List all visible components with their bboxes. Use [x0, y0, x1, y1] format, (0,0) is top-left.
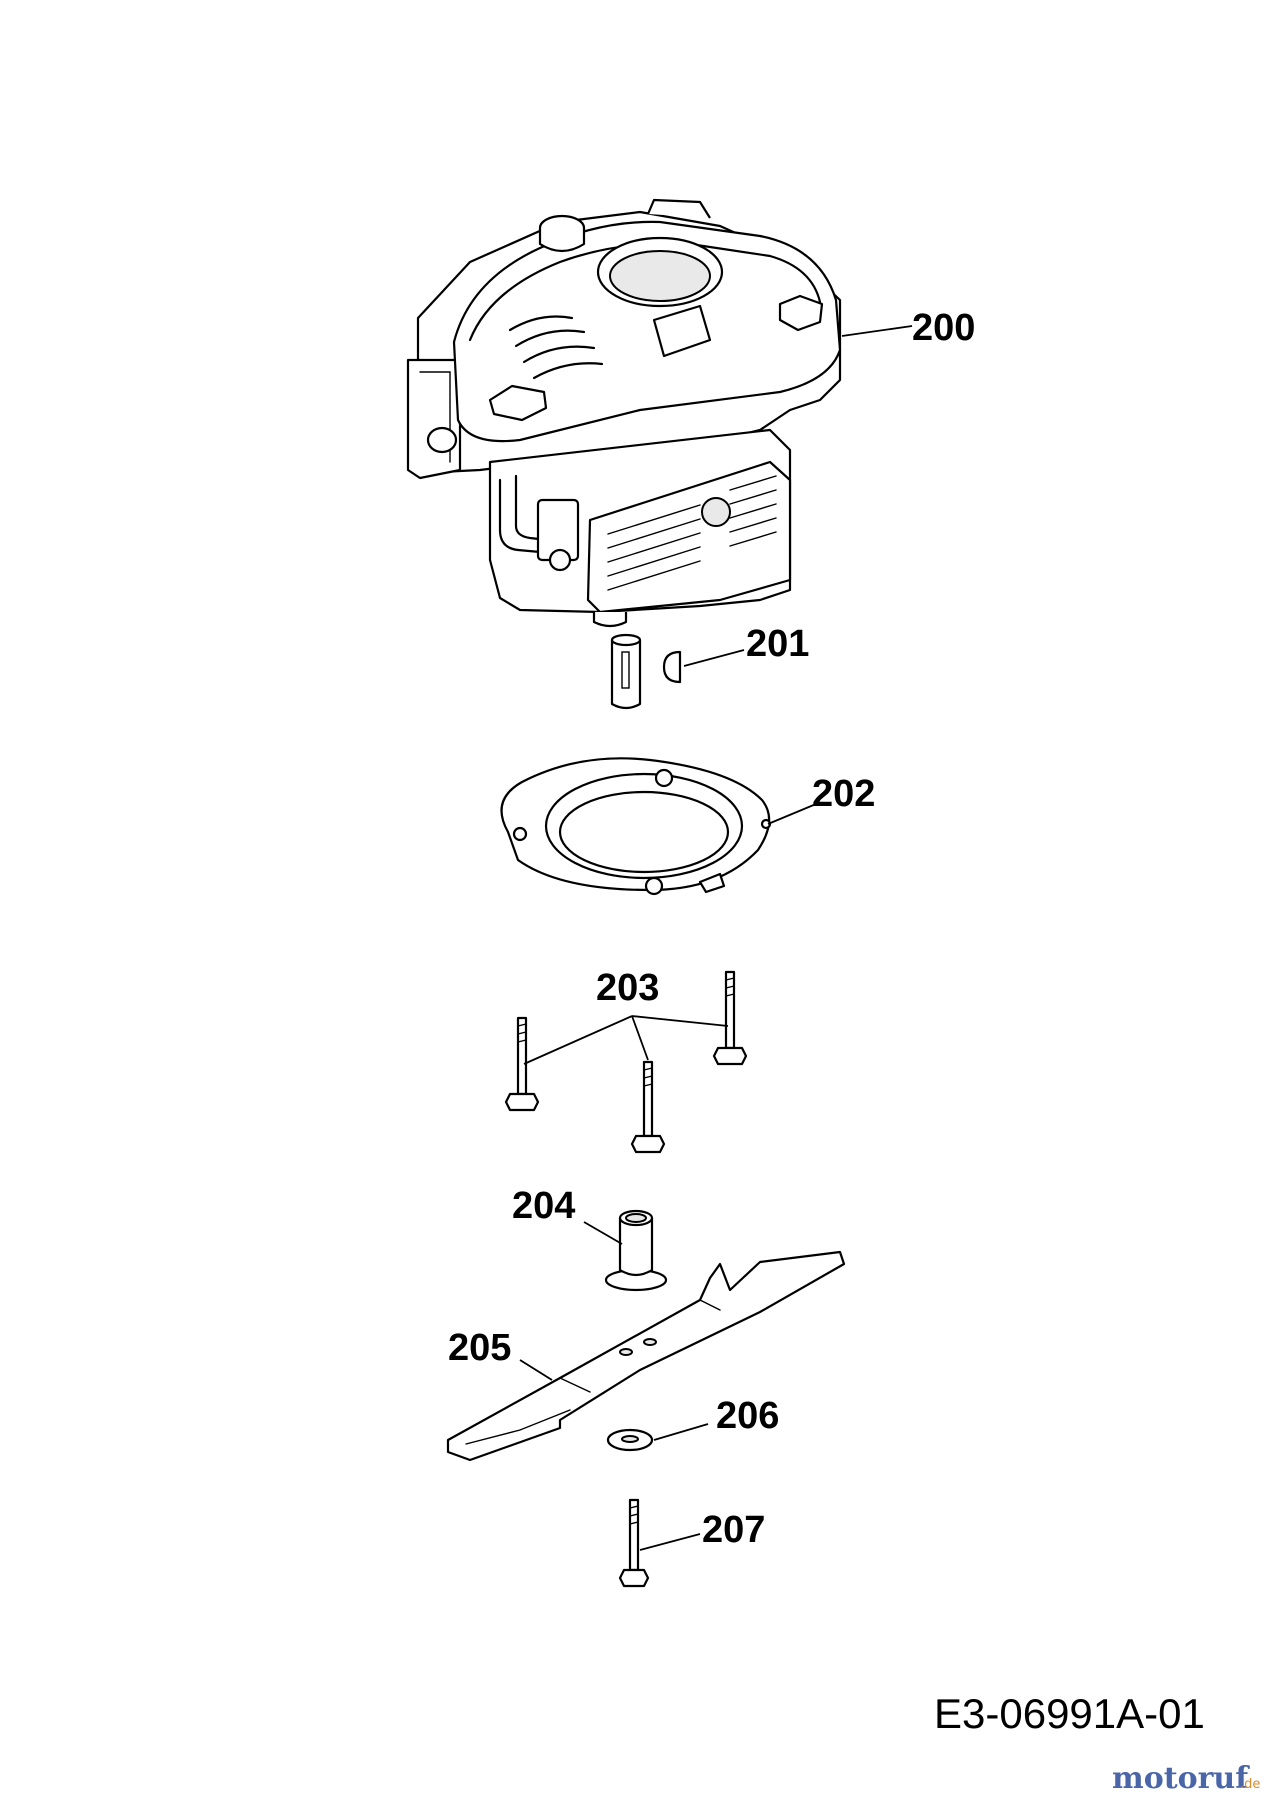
leader-lines	[519, 325, 913, 1551]
bolt-part-207	[618, 1498, 650, 1588]
callout-205: 205	[448, 1327, 511, 1369]
watermark-suffix: .de	[1240, 1777, 1260, 1792]
shaft-key-part-201	[610, 633, 682, 710]
callout-206: 206	[716, 1395, 779, 1437]
callout-202: 202	[812, 773, 875, 815]
callout-203: 203	[596, 967, 659, 1009]
callout-201: 201	[746, 623, 809, 665]
callout-207: 207	[702, 1509, 765, 1551]
ring-part-202	[500, 757, 772, 896]
watermark: motoruf .de	[1112, 1761, 1260, 1796]
washer-part-206	[606, 1428, 654, 1452]
hub-part-204	[604, 1209, 668, 1292]
document-id: E3-06991A-01	[934, 1690, 1205, 1737]
callout-200: 200	[912, 307, 975, 349]
blade-part-205	[446, 1250, 846, 1462]
callout-204: 204	[512, 1185, 575, 1227]
bolts-part-203	[504, 970, 748, 1154]
engine-part-200	[406, 198, 842, 628]
watermark-name: motoruf	[1112, 1761, 1250, 1796]
